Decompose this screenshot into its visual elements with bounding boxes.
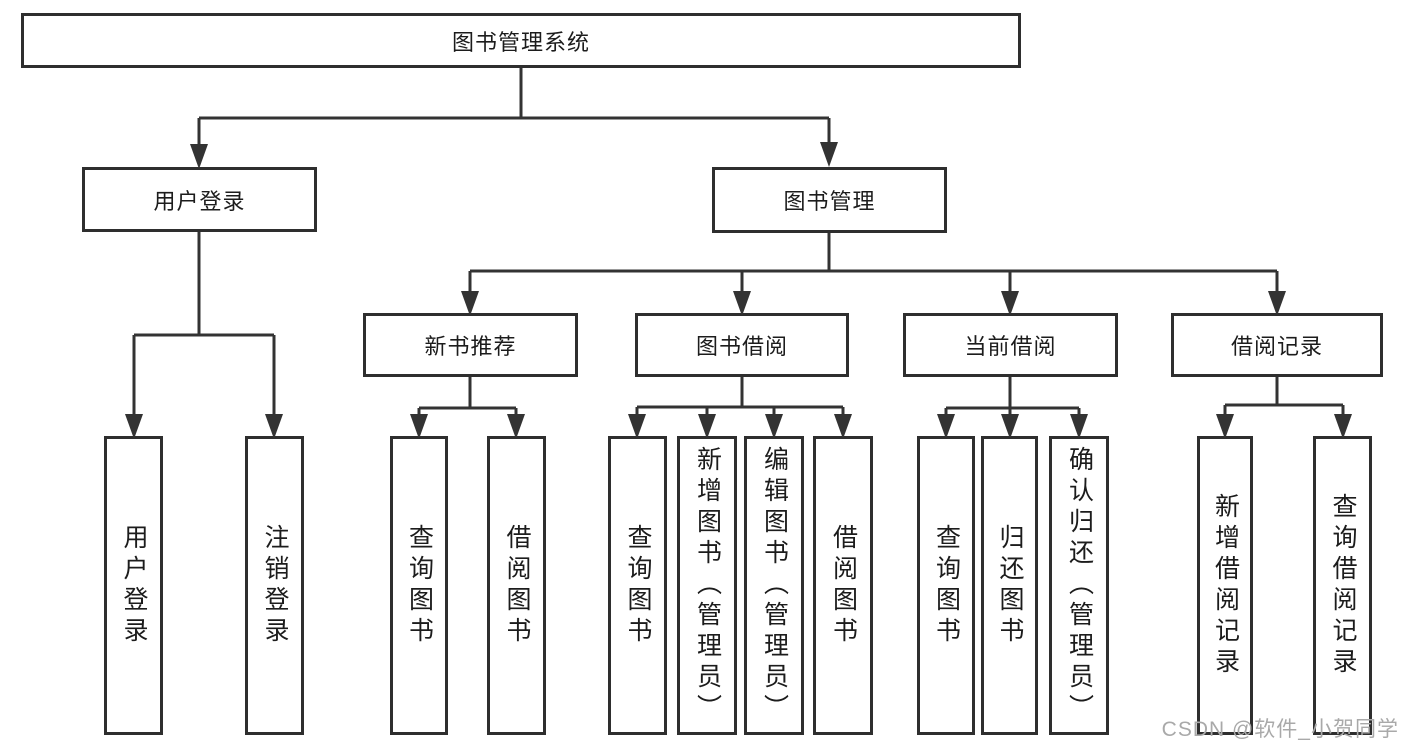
leaf-add-books-admin: 新增图书（管理员） xyxy=(677,436,737,735)
connector-current-borrowing-children xyxy=(937,377,1088,439)
node-borrowing-records: 借阅记录 xyxy=(1171,313,1383,377)
connector-book-borrowing-children xyxy=(628,377,852,439)
node-new-book-recommend: 新书推荐 xyxy=(363,313,578,377)
connector-book-management-children xyxy=(461,233,1286,316)
connector-borrowing-records-children xyxy=(1216,377,1352,439)
leaf-return-books: 归还图书 xyxy=(981,436,1038,735)
leaf-confirm-return-admin: 确认归还（管理员） xyxy=(1049,436,1109,735)
leaf-query-books-borrowing: 查询图书 xyxy=(608,436,667,735)
node-library-management-system: 图书管理系统 xyxy=(21,13,1021,68)
leaf-query-books-recommend: 查询图书 xyxy=(390,436,448,735)
connector-root-to-level2 xyxy=(190,68,838,169)
leaf-add-borrow-record: 新增借阅记录 xyxy=(1197,436,1253,735)
leaf-borrow-books-recommend: 借阅图书 xyxy=(487,436,546,735)
leaf-edit-books-admin: 编辑图书（管理员） xyxy=(744,436,804,735)
connector-user-login-children xyxy=(125,232,283,439)
connector-new-book-recommend-children xyxy=(410,377,525,439)
node-book-management: 图书管理 xyxy=(712,167,947,233)
csdn-watermark: CSDN @软件_小贺同学 xyxy=(1161,718,1399,741)
leaf-user-login: 用户登录 xyxy=(104,436,163,735)
leaf-query-books-current: 查询图书 xyxy=(917,436,975,735)
node-user-login: 用户登录 xyxy=(82,167,317,232)
leaf-logout: 注销登录 xyxy=(245,436,304,735)
node-current-borrowing: 当前借阅 xyxy=(903,313,1118,377)
leaf-borrow-books-borrowing: 借阅图书 xyxy=(813,436,873,735)
leaf-query-borrow-record: 查询借阅记录 xyxy=(1313,436,1372,735)
node-book-borrowing: 图书借阅 xyxy=(635,313,849,377)
